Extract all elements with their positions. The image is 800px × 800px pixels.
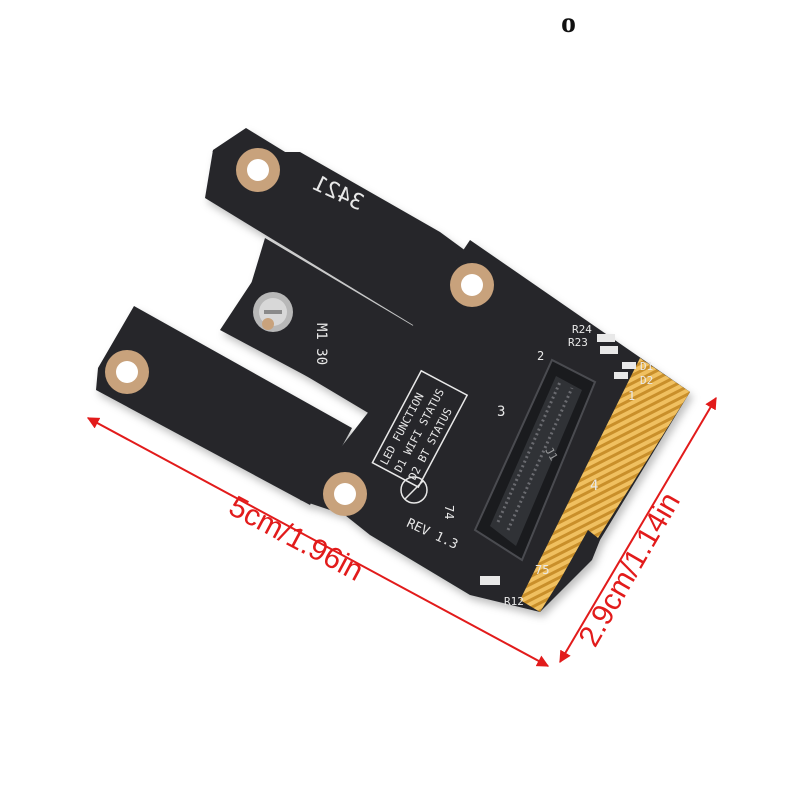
silk-pin2: 2 <box>537 349 544 363</box>
silk-pin1: 1 <box>628 389 635 403</box>
silk-pin74: 74 <box>442 505 456 519</box>
silk-pin4: 4 <box>590 478 598 494</box>
silk-pin3: 3 <box>497 404 505 420</box>
silk-screw-label: M1 30 <box>313 323 329 365</box>
silk-r24: R24 <box>572 323 592 336</box>
length-arrow <box>86 417 550 667</box>
corner-mark: o <box>561 6 576 39</box>
width-arrow <box>559 396 717 664</box>
screw <box>253 292 293 332</box>
silk-r12: R12 <box>504 595 524 608</box>
pcb-board <box>96 128 690 612</box>
silk-d2: D2 <box>640 374 653 387</box>
silk-pin75: 75 <box>535 563 549 577</box>
silk-d1: D1 <box>640 360 653 373</box>
silk-r23: R23 <box>568 336 588 349</box>
